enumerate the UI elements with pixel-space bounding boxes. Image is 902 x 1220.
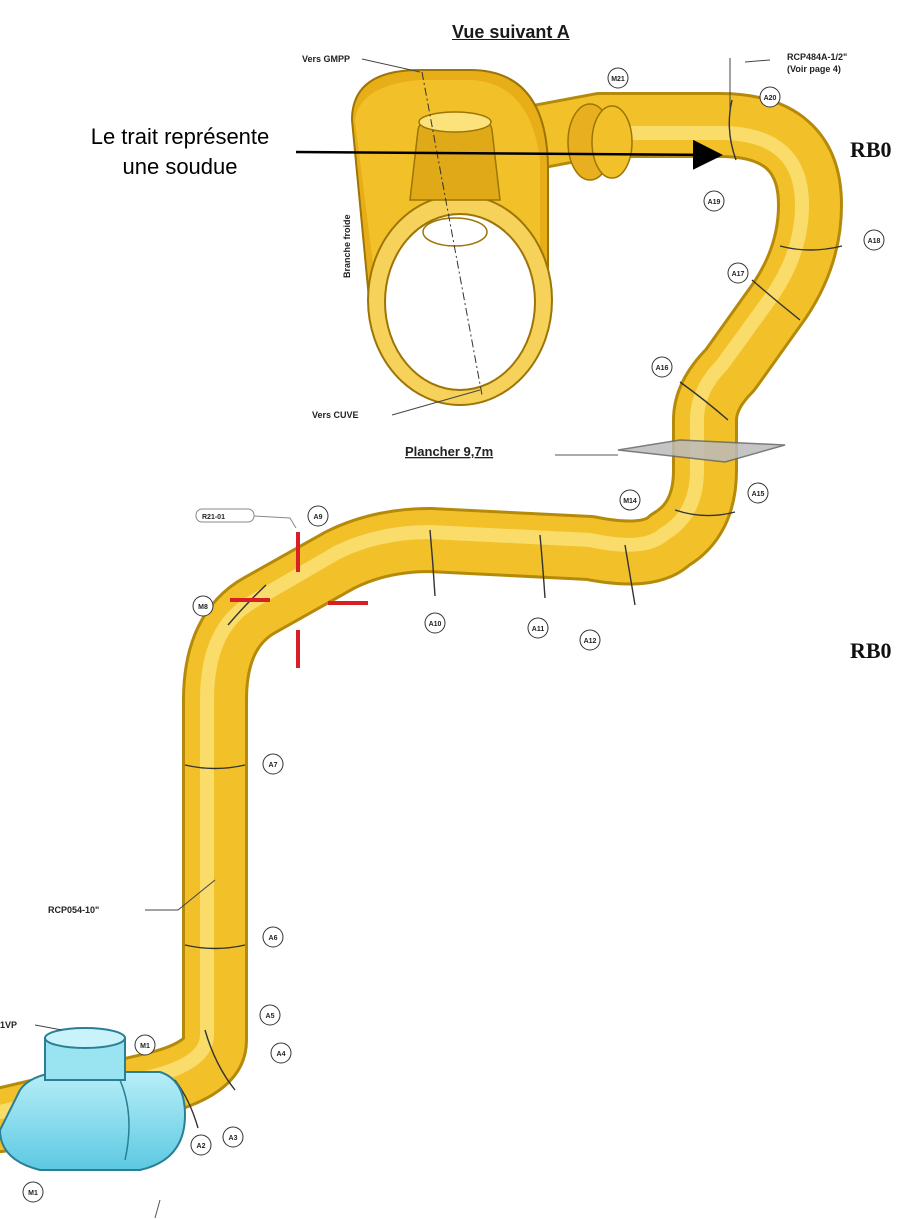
weld-tag-a2: A2	[190, 1134, 212, 1156]
label-vers-gmpp: Vers GMPP	[302, 54, 350, 64]
svg-text:A12: A12	[584, 638, 597, 645]
pipe-support-r21	[230, 532, 368, 668]
weld-annotation: Le trait représente une soudue	[50, 122, 310, 182]
weld-tag-a7: A7	[262, 753, 284, 775]
svg-text:A15: A15	[752, 491, 765, 498]
weld-tag-a12: A12	[579, 629, 601, 651]
weld-tag-m1-top: M1	[134, 1034, 156, 1056]
svg-text:M21: M21	[611, 76, 625, 83]
svg-text:A20: A20	[764, 95, 777, 102]
weld-tag-a4: A4	[270, 1042, 292, 1064]
weld-tag-a9: A9	[307, 505, 329, 527]
label-rcp054: RCP054-10"	[48, 905, 99, 915]
leader-lines	[34, 58, 771, 1031]
svg-text:A2: A2	[197, 1143, 206, 1150]
label-vers-cuve: Vers CUVE	[312, 410, 359, 420]
weld-tag-m14: M14	[619, 489, 641, 511]
weld-tag-a5: A5	[259, 1004, 281, 1026]
svg-text:A3: A3	[229, 1135, 238, 1142]
svg-text:A16: A16	[656, 365, 669, 372]
page-title: Vue suivant A	[452, 22, 570, 42]
floor-level-label: Plancher 9,7m	[405, 444, 493, 459]
svg-text:M1: M1	[140, 1043, 150, 1050]
reducer-fitting	[567, 103, 633, 181]
weld-tag-a11: A11	[527, 617, 549, 639]
weld-tag-m1-bottom: M1	[22, 1181, 44, 1203]
label-branche-froide: Branche froide	[342, 214, 352, 278]
weld-tag-a10: A10	[424, 612, 446, 634]
label-rcp484: RCP484A-1/2"	[787, 52, 847, 62]
weld-lines	[174, 99, 843, 1129]
weld-tags: M21 A20 A19 A18 A17 A16 A15 M14 A12 A11 …	[22, 67, 885, 1203]
weld-tag-a6: A6	[262, 926, 284, 948]
weld-tag-a17: A17	[727, 262, 749, 284]
svg-text:A7: A7	[269, 762, 278, 769]
label-1vp: 1VP	[0, 1020, 17, 1030]
svg-text:A10: A10	[429, 621, 442, 628]
weld-tag-m8: M8	[192, 595, 214, 617]
svg-text:A6: A6	[269, 935, 278, 942]
weld-tag-a19: A19	[703, 190, 725, 212]
svg-text:A9: A9	[314, 514, 323, 521]
pump-body	[0, 1027, 187, 1171]
svg-text:A17: A17	[732, 271, 745, 278]
weld-tag-a3: A3	[222, 1126, 244, 1148]
svg-text:A11: A11	[532, 626, 545, 633]
svg-text:M8: M8	[198, 604, 208, 611]
label-voir-page: (Voir page 4)	[787, 64, 841, 74]
stray-mark	[154, 1199, 161, 1219]
svg-text:A19: A19	[708, 199, 721, 206]
svg-text:M14: M14	[623, 498, 637, 505]
weld-tag-m21: M21	[607, 67, 629, 89]
cold-leg-vessel	[350, 69, 553, 406]
pipe-route	[0, 92, 843, 1153]
weld-tag-a20: A20	[759, 86, 781, 108]
svg-text:A18: A18	[868, 238, 881, 245]
label-rb-bottom: RB0	[850, 638, 892, 663]
weld-tag-a18: A18	[863, 229, 885, 251]
weld-tag-a16: A16	[651, 356, 673, 378]
weld-annotation-arrow	[295, 139, 723, 170]
label-rb-top: RB0	[850, 137, 892, 162]
weld-tag-a15: A15	[747, 482, 769, 504]
annotation-line-2: une soudue	[122, 154, 238, 179]
annotation-line-1: Le trait représente	[90, 124, 270, 149]
svg-text:A4: A4	[277, 1051, 286, 1058]
floor-plate: Plancher 9,7m	[405, 439, 786, 463]
label-support-r21: R21-01	[202, 514, 225, 521]
svg-text:M1: M1	[28, 1190, 38, 1197]
svg-text:A5: A5	[266, 1013, 275, 1020]
